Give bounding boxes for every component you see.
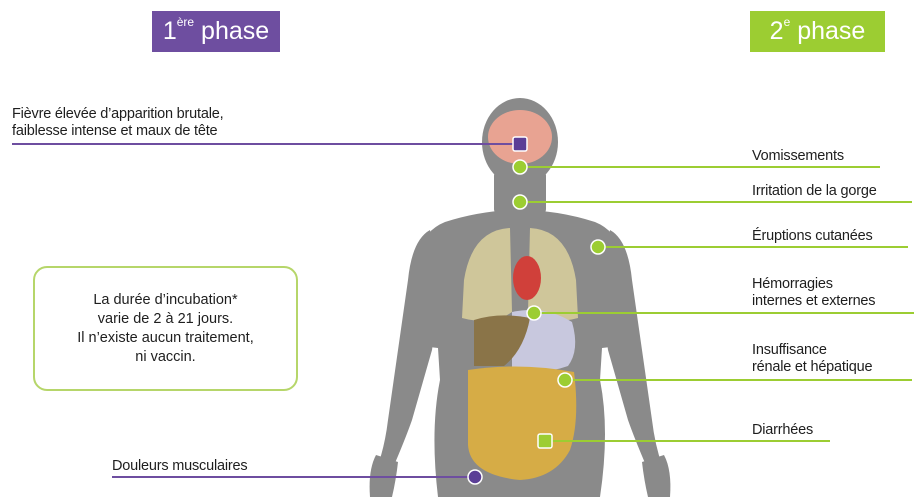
label-hemorrhage-line2: internes et externes — [752, 293, 875, 310]
label-failure-line1: Insuffisance — [752, 342, 872, 359]
marker-failure — [558, 373, 572, 387]
marker-throat — [513, 195, 527, 209]
label-diarrhea: Diarrhées — [752, 422, 813, 439]
marker-rash — [591, 240, 605, 254]
label-muscle: Douleurs musculaires — [112, 458, 247, 475]
label-vomiting: Vomissements — [752, 148, 844, 165]
label-hemorrhage: Hémorragies internes et externes — [752, 276, 875, 310]
label-fever: Fièvre élevée d’apparition brutale, faib… — [12, 106, 223, 140]
label-failure-line2: rénale et hépatique — [752, 359, 872, 376]
incubation-info-text: La durée d’incubation* varie de 2 à 21 j… — [77, 291, 254, 367]
heart-shape — [513, 256, 541, 300]
label-fever-line2: faiblesse intense et maux de tête — [12, 123, 223, 140]
incubation-info-box: La durée d’incubation* varie de 2 à 21 j… — [33, 266, 298, 391]
marker-vomiting — [513, 160, 527, 174]
marker-fever — [513, 137, 527, 151]
marker-hemorrhage — [527, 306, 541, 320]
label-rash: Éruptions cutanées — [752, 228, 873, 245]
label-throat: Irritation de la gorge — [752, 183, 877, 200]
label-hemorrhage-line1: Hémorragies — [752, 276, 875, 293]
label-fever-line1: Fièvre élevée d’apparition brutale, — [12, 106, 223, 123]
marker-muscle — [468, 470, 482, 484]
label-failure: Insuffisance rénale et hépatique — [752, 342, 872, 376]
marker-diarrhea — [538, 434, 552, 448]
